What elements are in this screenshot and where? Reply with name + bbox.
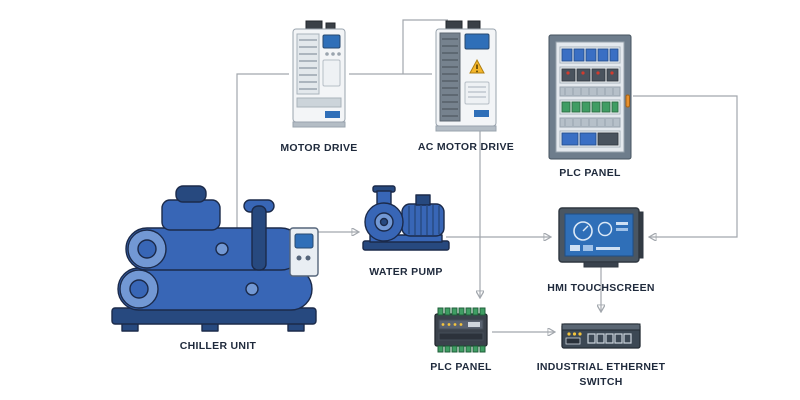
motor-drive-node: MOTOR DRIVE — [280, 20, 357, 154]
plc-panel-small-label: PLC PANEL — [430, 361, 492, 373]
plc-panel-small-node: PLC PANEL — [430, 302, 492, 373]
plc-panel-illustration — [548, 34, 632, 160]
chiller-control-box — [289, 227, 319, 277]
drive-display — [322, 34, 341, 49]
motor-drive-illustration — [292, 20, 346, 128]
ethernet-switch-illustration — [561, 323, 641, 349]
water-pump-illustration — [362, 185, 450, 251]
motor-fins — [408, 205, 440, 235]
ac-motor-drive-label: AC MOTOR DRIVE — [417, 141, 515, 153]
ethernet-ports — [587, 333, 632, 344]
relay-row — [561, 68, 619, 82]
ac-motor-drive-node: AC MOTOR DRIVE — [418, 20, 514, 153]
vent-grille — [299, 39, 317, 90]
water-pump-node: WATER PUMP — [360, 184, 452, 278]
hmi-touchscreen-node: HMI TOUCHSCREEN — [547, 204, 654, 294]
status-leds — [567, 332, 582, 336]
breaker-row — [561, 48, 619, 62]
drive-display — [464, 33, 490, 50]
water-pump-label: WATER PUMP — [369, 266, 443, 278]
terminal-row — [561, 101, 619, 113]
hmi-touchscreen-label: HMI TOUCHSCREEN — [547, 282, 655, 294]
plc-panel-label: PLC PANEL — [559, 167, 621, 179]
ethernet-switch-node: INDUSTRIAL ETHERNET SWITCH — [537, 317, 665, 388]
plc-panel-small-illustration — [434, 307, 488, 353]
ac-motor-drive-illustration — [435, 20, 497, 132]
motor-drive-label: MOTOR DRIVE — [280, 142, 358, 154]
chiller-unit-illustration — [111, 185, 319, 332]
ethernet-switch-label: INDUSTRIAL ETHERNET SWITCH — [536, 361, 666, 388]
bottom-terminals — [437, 345, 486, 353]
cabinet-handle — [625, 94, 630, 108]
chiller-unit-label: CHILLER UNIT — [179, 340, 257, 352]
hmi-touchscreen-illustration — [558, 207, 644, 268]
chiller-unit-node: CHILLER UNIT — [102, 178, 334, 352]
plc-panel-node: PLC PANEL — [547, 33, 633, 179]
top-terminals — [437, 307, 486, 316]
